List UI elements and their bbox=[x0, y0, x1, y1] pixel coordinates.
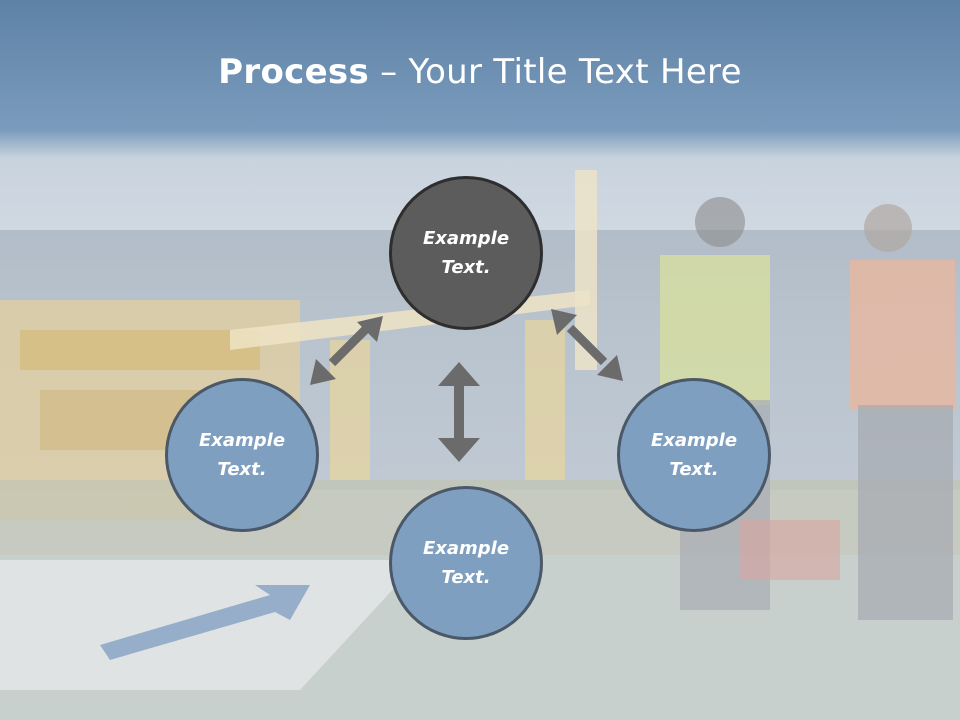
process-node-right[interactable]: Example Text. bbox=[617, 378, 771, 532]
node-left-label: Example Text. bbox=[198, 430, 286, 480]
slide-title: Process – Your Title Text Here bbox=[0, 52, 960, 92]
process-node-bottom[interactable]: Example Text. bbox=[389, 486, 543, 640]
node-right-label: Example Text. bbox=[650, 430, 738, 480]
node-top-label: Example Text. bbox=[422, 228, 510, 278]
node-bottom-label: Example Text. bbox=[422, 538, 510, 588]
process-node-top[interactable]: Example Text. bbox=[389, 176, 543, 330]
title-bold: Process bbox=[218, 52, 370, 92]
process-node-left[interactable]: Example Text. bbox=[165, 378, 319, 532]
title-rest: – Your Title Text Here bbox=[369, 52, 742, 92]
